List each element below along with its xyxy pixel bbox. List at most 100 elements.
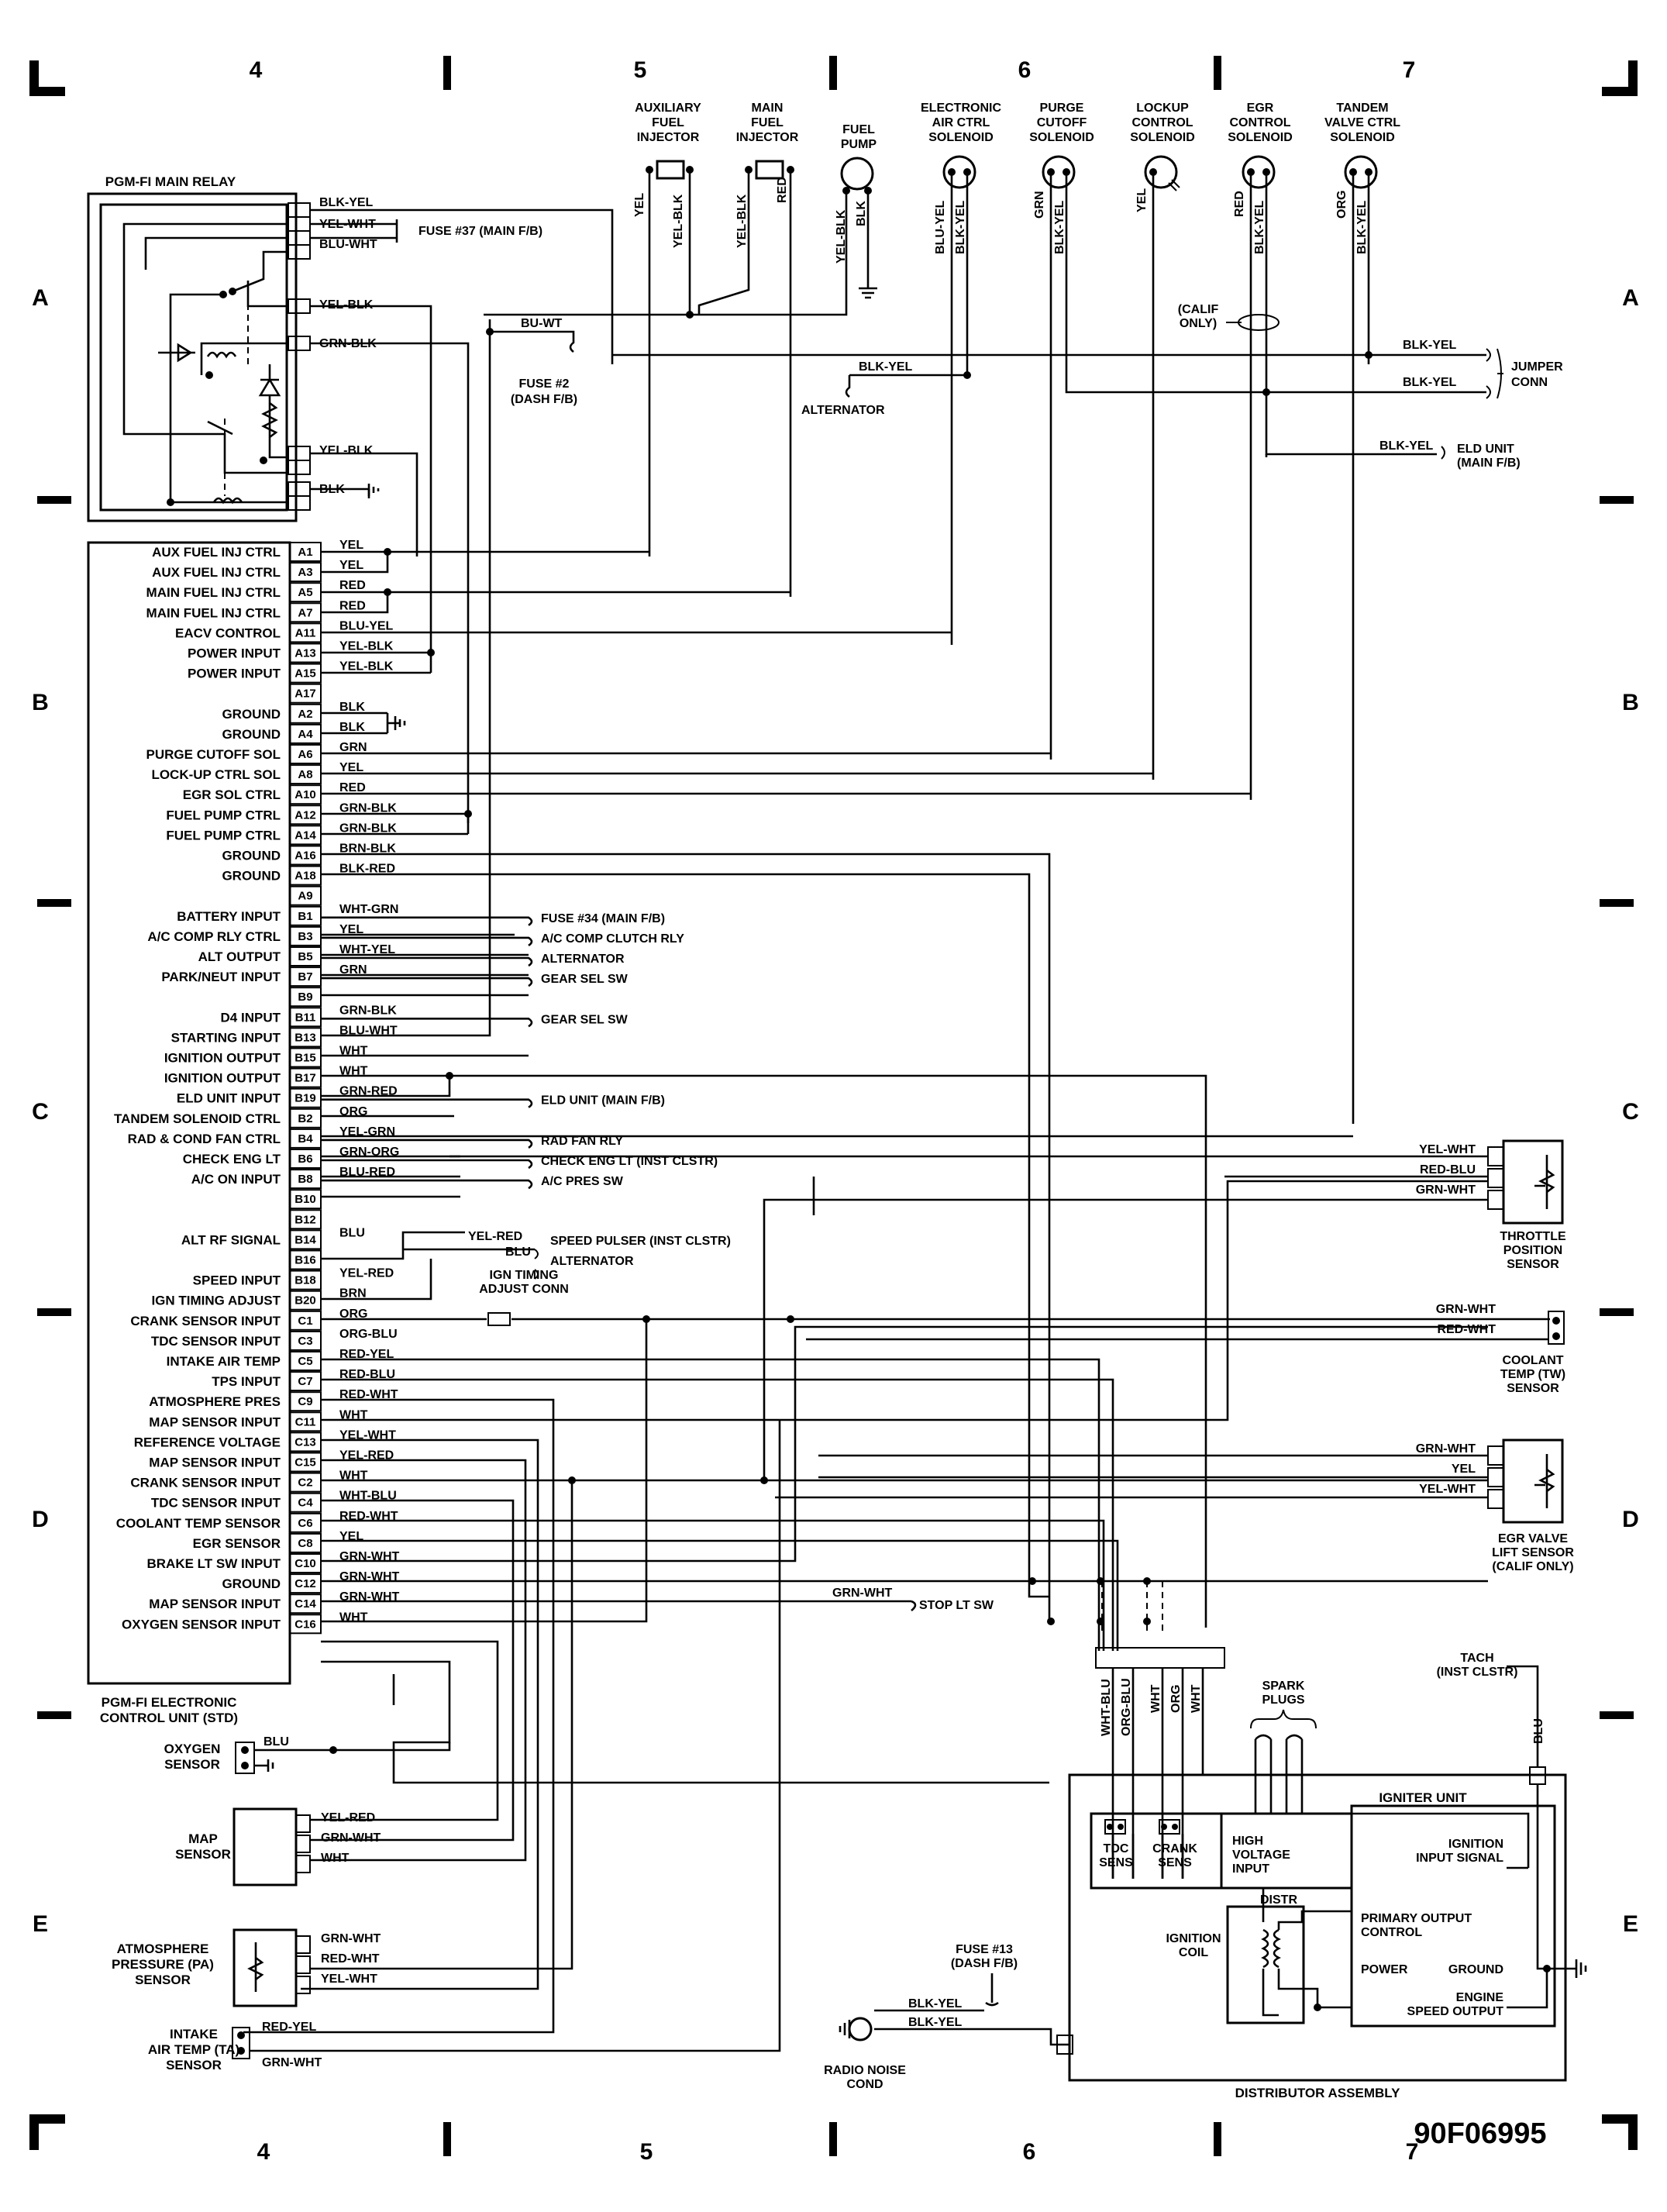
wire-purge-blk-yel — [1065, 172, 1367, 394]
wire-color: BLU — [1532, 1718, 1545, 1744]
ecu-pin-box — [289, 987, 322, 1008]
ecu-pin-name: BATTERY INPUT — [177, 909, 281, 924]
wire-color: BLK-YEL — [1053, 200, 1066, 254]
component-label: CUTOFF — [1037, 116, 1087, 129]
fuse2-wire — [490, 330, 575, 353]
ecu-wire-color: RED — [339, 781, 366, 794]
ecu-wire-color: BLK — [339, 721, 365, 734]
ecu-pin-id: B12 — [294, 1213, 316, 1226]
jumper-label: JUMPER — [1511, 360, 1563, 374]
tach-label: TACH — [1460, 1652, 1493, 1665]
eld-label: ELD UNIT — [1457, 443, 1514, 456]
relay-coil — [206, 351, 237, 359]
ecu-pin-id: A16 — [294, 849, 316, 863]
ecu-dest-label: RAD FAN RLY — [541, 1135, 623, 1148]
ecu-pin-id: C6 — [298, 1517, 312, 1530]
ecu-wire-color: YEL-GRN — [339, 1125, 395, 1139]
harness-wire — [310, 1459, 527, 1862]
ecu-pin-id: A14 — [294, 829, 316, 842]
ecu-pin-name: TDC SENSOR INPUT — [151, 1334, 281, 1349]
harness-wire — [321, 1259, 432, 1301]
connector-symbol — [1486, 348, 1503, 399]
tach-label: (INST CLSTR) — [1437, 1666, 1518, 1679]
ecu-dest-label: ELD UNIT (MAIN F/B) — [541, 1094, 665, 1108]
ecu-pin-id: B16 — [294, 1254, 316, 1267]
igniter-power-label: POWER — [1361, 1963, 1408, 1976]
ecu-wire-color: BLK — [339, 701, 365, 714]
ecu-pin-id: C12 — [294, 1577, 316, 1590]
coolant-temp-sensor: GRN-WHT RED-WHT COOLANT TEMP (TW) SENSOR — [1436, 1303, 1565, 1395]
ecu-pin-name: STARTING INPUT — [171, 1030, 281, 1045]
ecu-dest-wire — [321, 1018, 533, 1028]
wire-color: YEL — [1135, 188, 1149, 212]
ecu-wire-color: GRN-BLK — [339, 1004, 397, 1017]
fuse13-wires — [874, 2009, 1069, 2046]
ecu-pin-box — [289, 1310, 322, 1331]
ecu-pin-name: GROUND — [222, 707, 281, 722]
fuse2-label: FUSE #2 — [519, 377, 570, 391]
wire-color: GRN — [1033, 191, 1046, 219]
wire-color: BLK-YEL — [1379, 439, 1434, 453]
ecu-wire-color: YEL-WHT — [339, 1428, 396, 1442]
egr-lift-label: EGR VALVE — [1498, 1532, 1568, 1545]
wire-color: YEL — [633, 193, 646, 217]
ecu-pin-box — [289, 1169, 322, 1190]
col-label: 6 — [1018, 57, 1032, 83]
wire-color: YEL — [1452, 1463, 1476, 1476]
jumper-label: CONN — [1511, 376, 1548, 389]
coolant-label: COOLANT — [1502, 1354, 1563, 1367]
ecu-pin-name: BRAKE LT SW INPUT — [146, 1556, 281, 1571]
hv-box — [1220, 1812, 1353, 1890]
ecu-pin-id: B18 — [294, 1274, 316, 1287]
ecu-pin-box — [289, 1007, 322, 1028]
ecu-pin-box — [289, 1330, 322, 1351]
ecu-pin-name: A/C COMP RLY CTRL — [147, 929, 281, 944]
wire-color: RED-BLU — [1420, 1163, 1476, 1177]
ecu-wire-color: BLU-WHT — [339, 1024, 398, 1037]
harness-wire — [321, 1054, 1207, 1628]
ecu-wire-color: YEL-RED — [339, 1267, 394, 1280]
ground-icon — [367, 484, 380, 496]
ecu-wire-color: RED-WHT — [339, 1510, 398, 1523]
connector-symbol — [1441, 446, 1445, 460]
ecu-pin-box — [289, 1472, 322, 1493]
ecu-dest-label: A/C COMP CLUTCH RLY — [541, 932, 684, 946]
ecu-pin-id: B2 — [298, 1112, 312, 1125]
wire-color: GRN-WHT — [1416, 1184, 1476, 1197]
ecu-wire-color: WHT-BLU — [339, 1490, 397, 1503]
ecu-pin-box — [289, 865, 322, 886]
ecu-pin-box — [289, 1149, 322, 1169]
component-label: EGR — [1247, 102, 1274, 115]
ecu-pin-id: A5 — [298, 586, 312, 599]
ecu-pin-id: A7 — [298, 606, 312, 619]
ecu-pin-name: EACV CONTROL — [175, 625, 281, 640]
ecu-pin-id: B14 — [294, 1233, 316, 1246]
wire-color: GRN-WHT — [321, 1932, 381, 1945]
ecu-pin-box — [289, 825, 322, 846]
ecu-pin-name: LOCK-UP CTRL SOL — [151, 767, 281, 782]
harness-wire — [321, 552, 389, 574]
calif-only-label: ONLY) — [1180, 317, 1217, 330]
fuse37-label: FUSE #37 (MAIN F/B) — [418, 225, 542, 238]
igniter-ground-label: GROUND — [1448, 1963, 1503, 1976]
wire-color: YEL-WHT — [321, 1973, 377, 1986]
egr-lift-label: (CALIF ONLY) — [1492, 1560, 1573, 1573]
igniter-input-label: IGNITION — [1448, 1838, 1503, 1851]
ecu-wire-color: WHT-YEL — [339, 943, 395, 956]
wire-color: YEL-RED — [468, 1230, 522, 1243]
igniter-speed-label: SPEED OUTPUT — [1407, 2005, 1504, 2018]
oxygen-wires — [254, 1742, 451, 1772]
wire-color: ORG — [1335, 191, 1348, 219]
component-label: PURGE — [1040, 102, 1084, 115]
wire-color: BLK-YEL — [1403, 376, 1457, 389]
ecu-wire-color: BRN-BLK — [339, 842, 396, 856]
wire-color: BLU — [263, 1735, 289, 1749]
ign-coil-label: COIL — [1179, 1946, 1208, 1959]
pa-label: PRESSURE (PA) — [112, 1957, 214, 1972]
distributor-harness: WHT-BLU ORG-BLU WHT ORG WHT — [1028, 1577, 1225, 1879]
